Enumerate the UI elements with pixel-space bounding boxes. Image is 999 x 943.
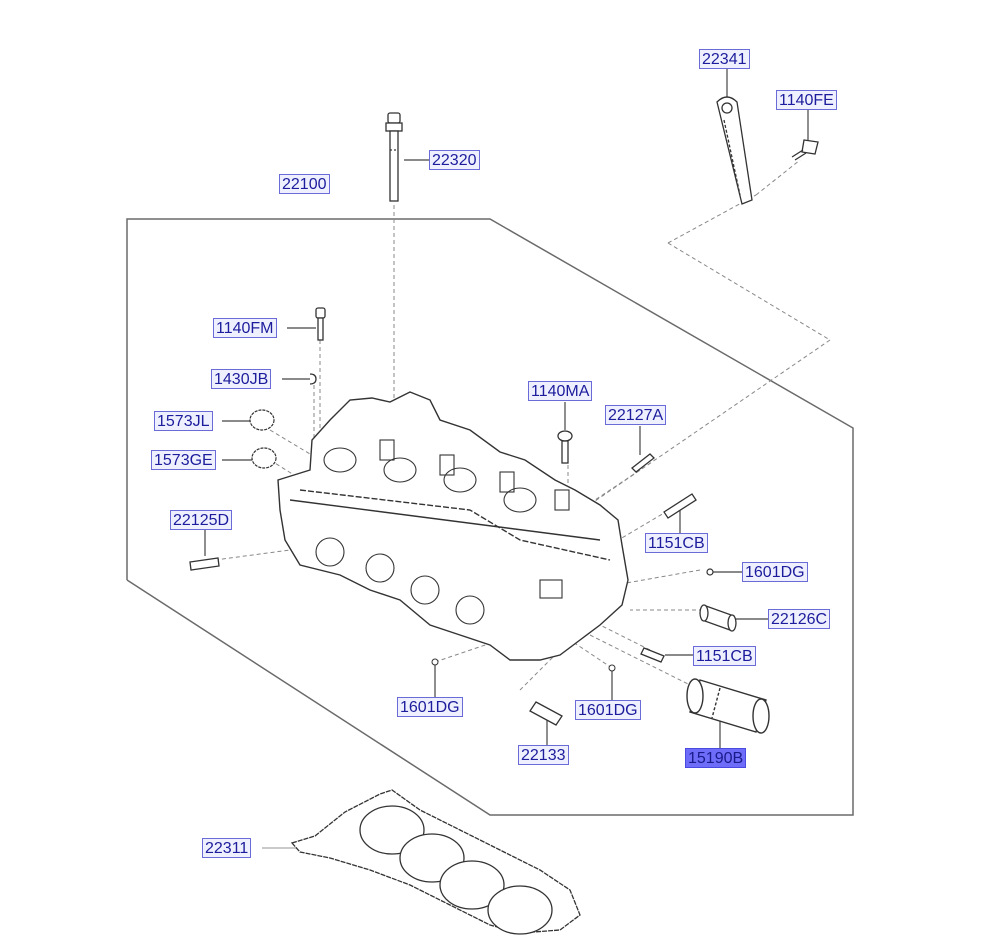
callout-1601dg-center[interactable]: 1601DG	[575, 700, 641, 720]
stud-1151cb-top-part	[663, 493, 697, 519]
pin-1430jb-part	[309, 373, 317, 385]
head-bolt-part	[385, 112, 403, 202]
callout-22126c[interactable]: 22126C	[768, 609, 831, 629]
callout-22341[interactable]: 22341	[699, 49, 750, 69]
bolt-1140fe-part	[791, 139, 819, 161]
plug-1601dg-lower-right-part	[608, 664, 616, 672]
callout-15190b-selected[interactable]: 15190B	[685, 748, 747, 768]
stud-1151cb-bottom-part	[640, 647, 665, 663]
callout-1573jl[interactable]: 1573JL	[154, 411, 213, 431]
callout-22133[interactable]: 22133	[518, 745, 569, 765]
head-gasket-part	[290, 789, 581, 935]
guide-22126c-part	[699, 604, 737, 632]
hanger-bracket-part	[716, 96, 753, 205]
plug-1601dg-lower-left-part	[431, 658, 439, 666]
bolt-1140fm-part	[315, 307, 326, 341]
bolt-1140ma-part	[557, 430, 573, 464]
plug-1573jl-part	[249, 409, 275, 431]
callout-1151cb-lower[interactable]: 1151CB	[693, 646, 756, 666]
callout-1573ge[interactable]: 1573GE	[151, 450, 216, 470]
solid-leader-lines	[204, 68, 809, 849]
stud-22127a-part	[631, 453, 655, 473]
callout-1140ma[interactable]: 1140MA	[528, 381, 593, 401]
callout-1601dg-left[interactable]: 1601DG	[397, 697, 463, 717]
callout-22311[interactable]: 22311	[202, 838, 252, 858]
callout-22127a[interactable]: 22127A	[605, 405, 667, 425]
callout-1140fm[interactable]: 1140FM	[213, 318, 277, 338]
dowel-pin-22133-part	[529, 701, 563, 726]
plug-1601dg-part	[706, 568, 714, 576]
cylinder-head-part	[277, 391, 629, 661]
callout-22125d[interactable]: 22125D	[170, 510, 233, 530]
callout-1601dg-right[interactable]: 1601DG	[742, 562, 808, 582]
callout-22100[interactable]: 22100	[279, 174, 330, 194]
assembly-outline	[126, 218, 854, 816]
callout-22320[interactable]: 22320	[429, 150, 480, 170]
sleeve-15190b-part	[686, 678, 770, 734]
callout-1430jb[interactable]: 1430JB	[211, 369, 272, 389]
plug-1573ge-part	[251, 447, 277, 469]
stud-22125d-part	[189, 557, 220, 571]
callout-1151cb-upper[interactable]: 1151CB	[645, 533, 708, 553]
callout-1140fe[interactable]: 1140FE	[776, 90, 837, 110]
